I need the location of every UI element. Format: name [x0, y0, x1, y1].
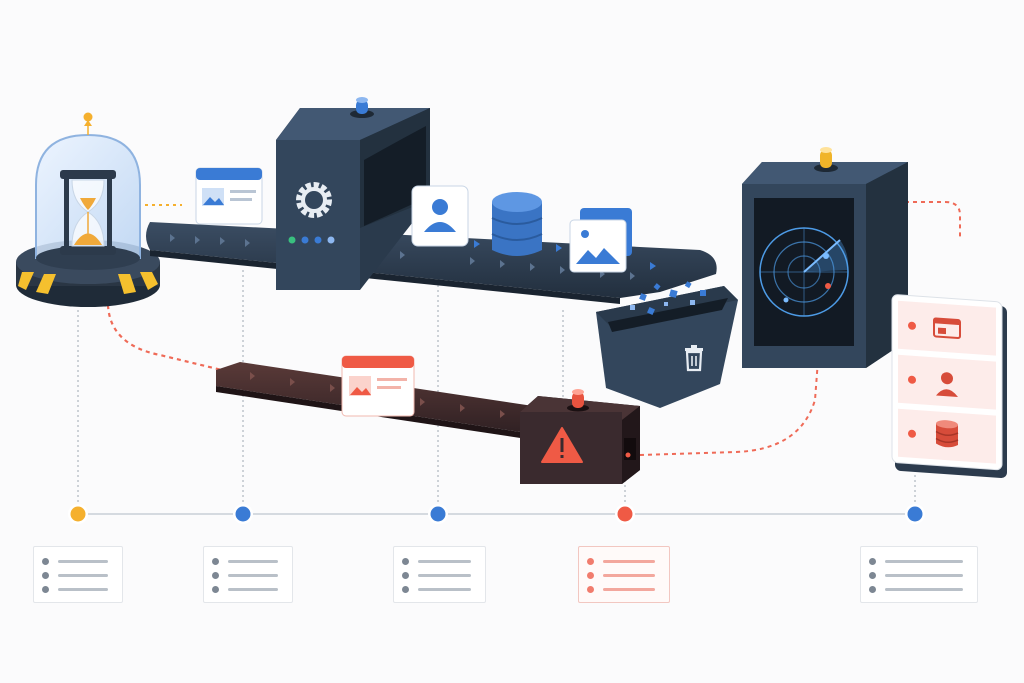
text-placeholder-bar: [603, 588, 655, 591]
user-icon: [432, 199, 448, 215]
status-panel: [891, 294, 1007, 479]
stage-card-row: [212, 558, 286, 566]
stage-card-row: [42, 558, 116, 566]
text-placeholder-bar: [885, 588, 963, 591]
text-placeholder-bar: [58, 588, 108, 591]
hazard-stripes: [18, 272, 158, 294]
text-placeholder-bar: [885, 560, 963, 563]
bullet-icon: [42, 558, 49, 565]
status-led-green: [288, 236, 296, 244]
processing-machine: [276, 97, 430, 290]
stage-card-row: [42, 572, 116, 580]
bullet-icon: [42, 586, 49, 593]
bullet-icon: [42, 572, 49, 579]
bullet-icon: [869, 558, 876, 565]
bullet-icon: [869, 586, 876, 593]
radar-blip-1: [823, 253, 829, 259]
bullet-icon: [587, 586, 594, 593]
bullet-icon: [402, 572, 409, 579]
trash-icon: [685, 345, 703, 372]
stage-card-row: [869, 558, 971, 566]
error-path-out: [639, 359, 819, 456]
text-placeholder-bar: [58, 560, 108, 563]
bullet-icon: [402, 558, 409, 565]
status-led-blue-3: [327, 236, 335, 244]
stage-card-monitor[interactable]: [860, 546, 978, 603]
timeline-node-wait: [70, 506, 86, 522]
stage-card-transform[interactable]: [393, 546, 486, 603]
timeline-node-monitor: [907, 506, 923, 522]
hourglass-icon: [60, 170, 116, 255]
stage-card-row: [402, 586, 479, 594]
stage-card-wait[interactable]: [33, 546, 123, 603]
text-placeholder-bar: [418, 560, 471, 563]
bullet-icon: [212, 572, 219, 579]
bullet-icon: [402, 586, 409, 593]
bullet-icon: [212, 558, 219, 565]
window-card-item: [195, 167, 263, 225]
status-led-blue-2: [314, 236, 322, 244]
radar-blip-alert: [825, 283, 831, 289]
panel-window-icon: [933, 317, 961, 339]
database-icon: [491, 192, 543, 256]
alarm-box: [520, 389, 640, 484]
user-card-item: [411, 185, 469, 247]
radar-blip-2: [783, 297, 789, 303]
bullet-icon: [869, 572, 876, 579]
radar-icon: [759, 227, 849, 317]
timer-station: [16, 112, 160, 307]
trash-bin: [596, 281, 738, 408]
stage-card-row: [587, 558, 663, 566]
stage-card-row: [587, 572, 663, 580]
text-placeholder-bar: [228, 588, 278, 591]
stage-card-row: [42, 586, 116, 594]
stage-card-row: [587, 586, 663, 594]
bullet-icon: [587, 572, 594, 579]
warning-icon: [541, 427, 583, 463]
error-path-in: [106, 304, 231, 374]
image-card-item: [569, 208, 632, 273]
text-placeholder-bar: [418, 574, 471, 577]
bullet-icon: [212, 586, 219, 593]
stage-card-row: [212, 572, 286, 580]
text-placeholder-bar: [228, 560, 278, 563]
text-placeholder-bar: [418, 588, 471, 591]
gear-icon: [296, 182, 332, 218]
stage-card-row: [869, 586, 971, 594]
text-placeholder-bar: [885, 574, 963, 577]
text-placeholder-bar: [58, 574, 108, 577]
text-placeholder-bar: [603, 574, 655, 577]
stage-card-process[interactable]: [203, 546, 293, 603]
stage-card-row: [212, 586, 286, 594]
bullet-icon: [587, 558, 594, 565]
debris: [630, 281, 706, 315]
stage-card-row: [402, 572, 479, 580]
belt-chevrons: [170, 234, 635, 280]
error-card-item: [341, 355, 415, 417]
radar-panel-link: [905, 201, 961, 240]
stage-card-row: [402, 558, 479, 566]
timeline-node-error: [617, 506, 633, 522]
stage-card-error[interactable]: [578, 546, 670, 603]
timeline-node-process: [235, 506, 251, 522]
text-placeholder-bar: [603, 560, 655, 563]
stage-card-row: [869, 572, 971, 580]
image-icon: [581, 230, 589, 238]
radar-monitor: [742, 147, 908, 368]
timeline-dots: [68, 504, 925, 524]
status-led-blue-1: [301, 236, 309, 244]
timeline-node-transform: [430, 506, 446, 522]
panel-database-icon: [935, 420, 959, 448]
panel-user-icon: [936, 372, 958, 397]
text-placeholder-bar: [228, 574, 278, 577]
